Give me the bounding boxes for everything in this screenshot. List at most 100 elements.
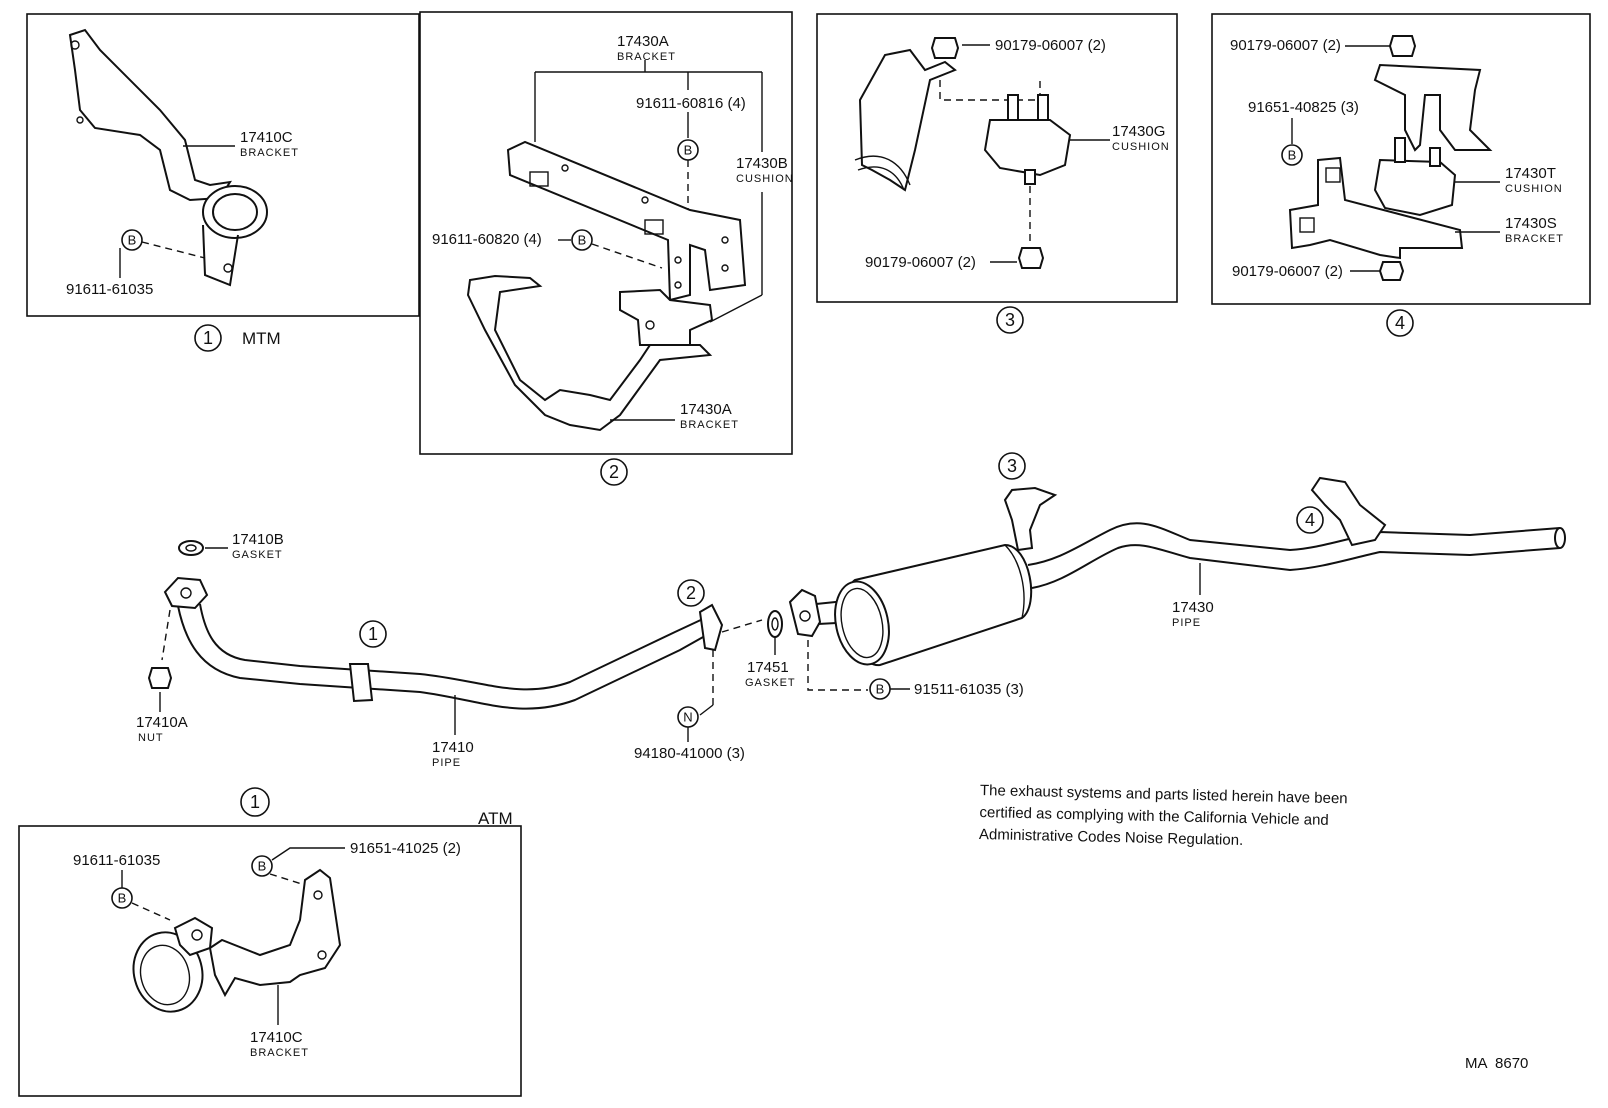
hanger-3-shape (1003, 486, 1058, 552)
detail-box-4: 90179-06007 (2) 91651-40825 (3) B 17430T… (1211, 13, 1591, 337)
part-number-17430t: 17430T (1505, 165, 1556, 182)
top-nut-shape (930, 37, 960, 59)
callout-3-main (998, 452, 1026, 480)
svg-text:3: 3 (1005, 310, 1015, 330)
svg-text:CUSHION: CUSHION (1505, 183, 1563, 195)
svg-text:B: B (258, 859, 267, 874)
pipe-clamp-shape (348, 663, 374, 703)
part-number-17410b: 17410B (232, 531, 284, 548)
part-number-91511-61035: 91511-61035 (3) (914, 681, 1024, 698)
detail-box-atm: 1 ATM 91611-61035 B B 91651-41025 (2) 17… (18, 787, 522, 1097)
tailpipe-17430-shape (1027, 522, 1561, 566)
lower-bracket-17430a-shape (466, 274, 713, 432)
part-number-94180-41000: 94180-41000 (3) (634, 745, 745, 762)
svg-text:GASKET: GASKET (745, 677, 796, 689)
callout-3-box (996, 306, 1024, 334)
svg-text:CUSHION: CUSHION (736, 173, 794, 185)
bracket-17430s-shape (1288, 156, 1464, 260)
callout-4-main (1296, 506, 1324, 534)
svg-text:1: 1 (368, 624, 378, 644)
detail-box-mtm: 17410C BRACKET B 91611-61035 1 MTM (26, 13, 420, 352)
svg-text:3: 3 (1007, 456, 1017, 476)
note-line-1: The exhaust systems and parts listed her… (980, 782, 1348, 807)
part-number-17451: 17451 (747, 659, 789, 676)
part-number-90179-06007-top: 90179-06007 (2) (995, 37, 1106, 54)
part-number-17410c: 17410C (240, 129, 293, 146)
gasket-17410b-shape (178, 540, 204, 556)
svg-text:CUSHION: CUSHION (1112, 141, 1170, 153)
part-number-91651-41025: 91651-41025 (2) (350, 840, 461, 857)
bracket-17410c-shape (68, 28, 232, 202)
bolt-symbol-icon (1281, 144, 1303, 166)
certification-note: The exhaust systems and parts listed her… (979, 782, 1348, 849)
gasket-17451-shape (767, 610, 783, 638)
cushion-17430t-shape (1373, 158, 1457, 217)
svg-text:1: 1 (203, 328, 213, 348)
svg-text:B: B (578, 233, 587, 248)
callout-2-main (677, 579, 705, 607)
part-number-17430a-top: 17430A (617, 33, 669, 50)
callout-4-box (1386, 309, 1414, 337)
diagram-code: MA 8670 (1465, 1055, 1528, 1072)
bracket-17410c-atm-shape (208, 868, 342, 998)
callout-1-mtm (194, 324, 222, 352)
svg-text:NUT: NUT (138, 732, 164, 744)
crossmember-bracket-shape (506, 140, 747, 302)
part-number-90179-06007-bottom: 90179-06007 (2) (865, 254, 976, 271)
svg-text:B: B (684, 143, 693, 158)
part-number-91611-60816: 91611-60816 (4) (636, 95, 746, 112)
part-number-17410c-atm: 17410C (250, 1029, 303, 1046)
detail-box-2: 17430A BRACKET 91611-60816 (4) B 17430B … (419, 11, 794, 486)
bolt-symbol-icon (571, 229, 593, 251)
main-exhaust-assembly: 17410B GASKET 1 17410A NUT 17410 PIPE 2 … (136, 452, 1566, 769)
part-number-91611-61035-atm: 91611-61035 (73, 852, 160, 869)
svg-text:B: B (118, 891, 127, 906)
part-name-bracket: BRACKET (240, 147, 299, 159)
part-number-91651-40825: 91651-40825 (3) (1248, 99, 1359, 116)
mtm-label: MTM (242, 329, 281, 348)
svg-text:B: B (1288, 148, 1297, 163)
atm-label: ATM (478, 809, 513, 828)
part-number-17430: 17430 (1172, 599, 1214, 616)
svg-text:BRACKET: BRACKET (250, 1047, 309, 1059)
muffler-flange-shape (788, 588, 822, 638)
callout-2-box (600, 458, 628, 486)
note-line-2: certified as complying with the Californ… (979, 804, 1329, 829)
detail-box-3: 90179-06007 (2) 17430G CUSHION 90179-060… (816, 13, 1178, 334)
svg-text:GASKET: GASKET (232, 549, 283, 561)
part-number-91611-60820: 91611-60820 (4) (432, 231, 542, 248)
clamp-atm-shape (132, 931, 204, 1013)
bottom-nut-b4-shape (1378, 261, 1405, 281)
svg-text:BRACKET: BRACKET (680, 419, 739, 431)
nut-17410a-shape (147, 667, 173, 689)
part-number-91611-61035: 91611-61035 (66, 281, 153, 298)
part-number-17410: 17410 (432, 739, 474, 756)
svg-text:1: 1 (250, 792, 260, 812)
callout-1-main (359, 620, 387, 648)
bolt-symbol-icon (111, 887, 133, 909)
svg-text:4: 4 (1305, 510, 1315, 530)
svg-text:PIPE: PIPE (1172, 617, 1201, 629)
cushion-17430b-shape (619, 288, 714, 346)
note-line-3: Administrative Codes Noise Regulation. (979, 826, 1244, 849)
bolt-symbol-icon (121, 229, 143, 251)
frame-b4-shape (1373, 63, 1493, 152)
svg-text:B: B (876, 682, 885, 697)
part-number-17430a-bottom: 17430A (680, 401, 732, 418)
top-nut-b4-shape (1388, 35, 1417, 57)
bottom-nut-shape (1017, 247, 1045, 269)
part-number-17430s: 17430S (1505, 215, 1557, 232)
cushion-17430g-shape (983, 119, 1072, 177)
part-number-17430g: 17430G (1112, 123, 1165, 140)
frame-rail-shape (858, 48, 957, 192)
svg-text:PIPE: PIPE (432, 757, 461, 769)
svg-text:B: B (128, 233, 137, 248)
svg-text:BRACKET: BRACKET (617, 51, 676, 63)
part-number-17430b: 17430B (736, 155, 788, 172)
mid-flange-shape (698, 603, 724, 652)
svg-text:BRACKET: BRACKET (1505, 233, 1564, 245)
front-flange-shape (163, 576, 209, 610)
hanger-4-shape (1310, 476, 1387, 547)
svg-text:2: 2 (686, 583, 696, 603)
callout-1-atm (240, 787, 270, 817)
